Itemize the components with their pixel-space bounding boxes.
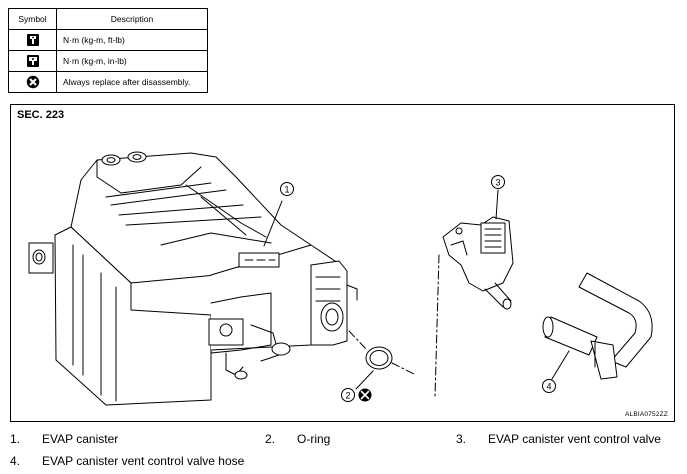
legend-label: EVAP canister vent control valve hose bbox=[42, 454, 245, 468]
legend-label: O-ring bbox=[297, 432, 331, 446]
figure-code: ALBIA0752ZZ bbox=[624, 411, 668, 418]
legend-number: 4. bbox=[10, 454, 21, 468]
table-row: N·m (kg-m, in-lb) bbox=[8, 50, 208, 72]
vent-control-valve-hose-drawing bbox=[542, 272, 653, 380]
symbol-table: Symbol Description N·m (kg-m, ft-lb) bbox=[8, 8, 208, 93]
callout-label-4: 4 bbox=[546, 382, 551, 392]
legend-number: 1. bbox=[10, 432, 21, 446]
o-ring-drawing bbox=[365, 346, 393, 370]
component-diagram: 1 2 3 4 bbox=[28, 151, 653, 406]
symbol-header: Symbol bbox=[8, 8, 57, 30]
description-header: Description bbox=[56, 8, 208, 30]
callout-1 bbox=[263, 182, 294, 247]
symbol-description: N·m (kg-m, ft-lb) bbox=[56, 29, 208, 51]
legend-number: 3. bbox=[456, 432, 467, 446]
exploded-view-figure: SEC. 223 bbox=[10, 104, 675, 422]
callout-4 bbox=[542, 350, 570, 393]
evap-canister-drawing bbox=[28, 151, 358, 406]
torque-wrench-small-icon bbox=[26, 55, 39, 67]
callout-2 bbox=[341, 370, 374, 402]
legend-number: 2. bbox=[265, 432, 276, 446]
always-replace-icon bbox=[358, 388, 372, 402]
vent-control-valve-drawing bbox=[442, 216, 514, 310]
section-label: SEC. 223 bbox=[17, 109, 65, 121]
always-replace-icon bbox=[26, 75, 39, 89]
torque-wrench-icon bbox=[26, 34, 39, 46]
callout-label-3: 3 bbox=[495, 178, 500, 188]
legend-label: EVAP canister bbox=[42, 432, 119, 446]
callout-label-2: 2 bbox=[345, 391, 350, 401]
symbol-description: N·m (kg-m, in-lb) bbox=[56, 50, 208, 72]
legend-label: EVAP canister vent control valve bbox=[488, 432, 661, 446]
callout-3 bbox=[491, 175, 505, 220]
symbol-description: Always replace after disassembly. bbox=[56, 71, 208, 93]
table-row: Always replace after disassembly. bbox=[8, 71, 208, 93]
callout-label-1: 1 bbox=[284, 185, 289, 195]
table-row: N·m (kg-m, ft-lb) bbox=[8, 29, 208, 51]
